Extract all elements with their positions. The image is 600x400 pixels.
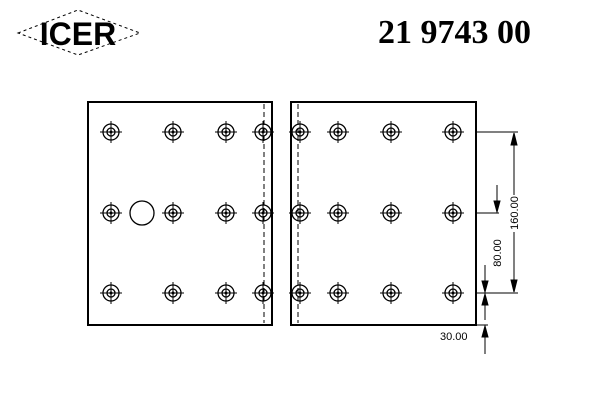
rivet-hole bbox=[215, 121, 237, 143]
rivet-hole bbox=[327, 202, 349, 224]
rivet-hole bbox=[289, 202, 311, 224]
rivet-hole bbox=[252, 282, 274, 304]
dimension-80: 80.00 bbox=[492, 239, 504, 267]
rivet-hole bbox=[289, 121, 311, 143]
dimension-160: 160.00 bbox=[509, 196, 521, 230]
rivet-hole bbox=[442, 121, 464, 143]
dimension-30: 30.00 bbox=[440, 331, 468, 343]
rivet-hole bbox=[442, 202, 464, 224]
rivet-hole bbox=[327, 121, 349, 143]
rivet-hole bbox=[252, 202, 274, 224]
rivet-hole bbox=[162, 202, 184, 224]
rivet-hole bbox=[100, 121, 122, 143]
logo-text: ICER bbox=[40, 16, 116, 52]
center-hole bbox=[129, 200, 155, 226]
rivet-hole bbox=[100, 282, 122, 304]
rivet-hole bbox=[215, 282, 237, 304]
icer-logo: ICER bbox=[16, 9, 142, 56]
rivet-hole bbox=[252, 121, 274, 143]
rivet-hole bbox=[162, 282, 184, 304]
part-number: 21 9743 00 bbox=[378, 14, 531, 51]
rivet-hole bbox=[380, 202, 402, 224]
rivet-holes bbox=[100, 121, 464, 304]
rivet-hole bbox=[380, 282, 402, 304]
rivet-hole bbox=[162, 121, 184, 143]
rivet-hole bbox=[380, 121, 402, 143]
rivet-hole bbox=[289, 282, 311, 304]
rivet-hole bbox=[327, 282, 349, 304]
rivet-hole bbox=[442, 282, 464, 304]
rivet-hole bbox=[100, 202, 122, 224]
dimension-lines bbox=[476, 131, 518, 354]
rivet-hole bbox=[215, 202, 237, 224]
